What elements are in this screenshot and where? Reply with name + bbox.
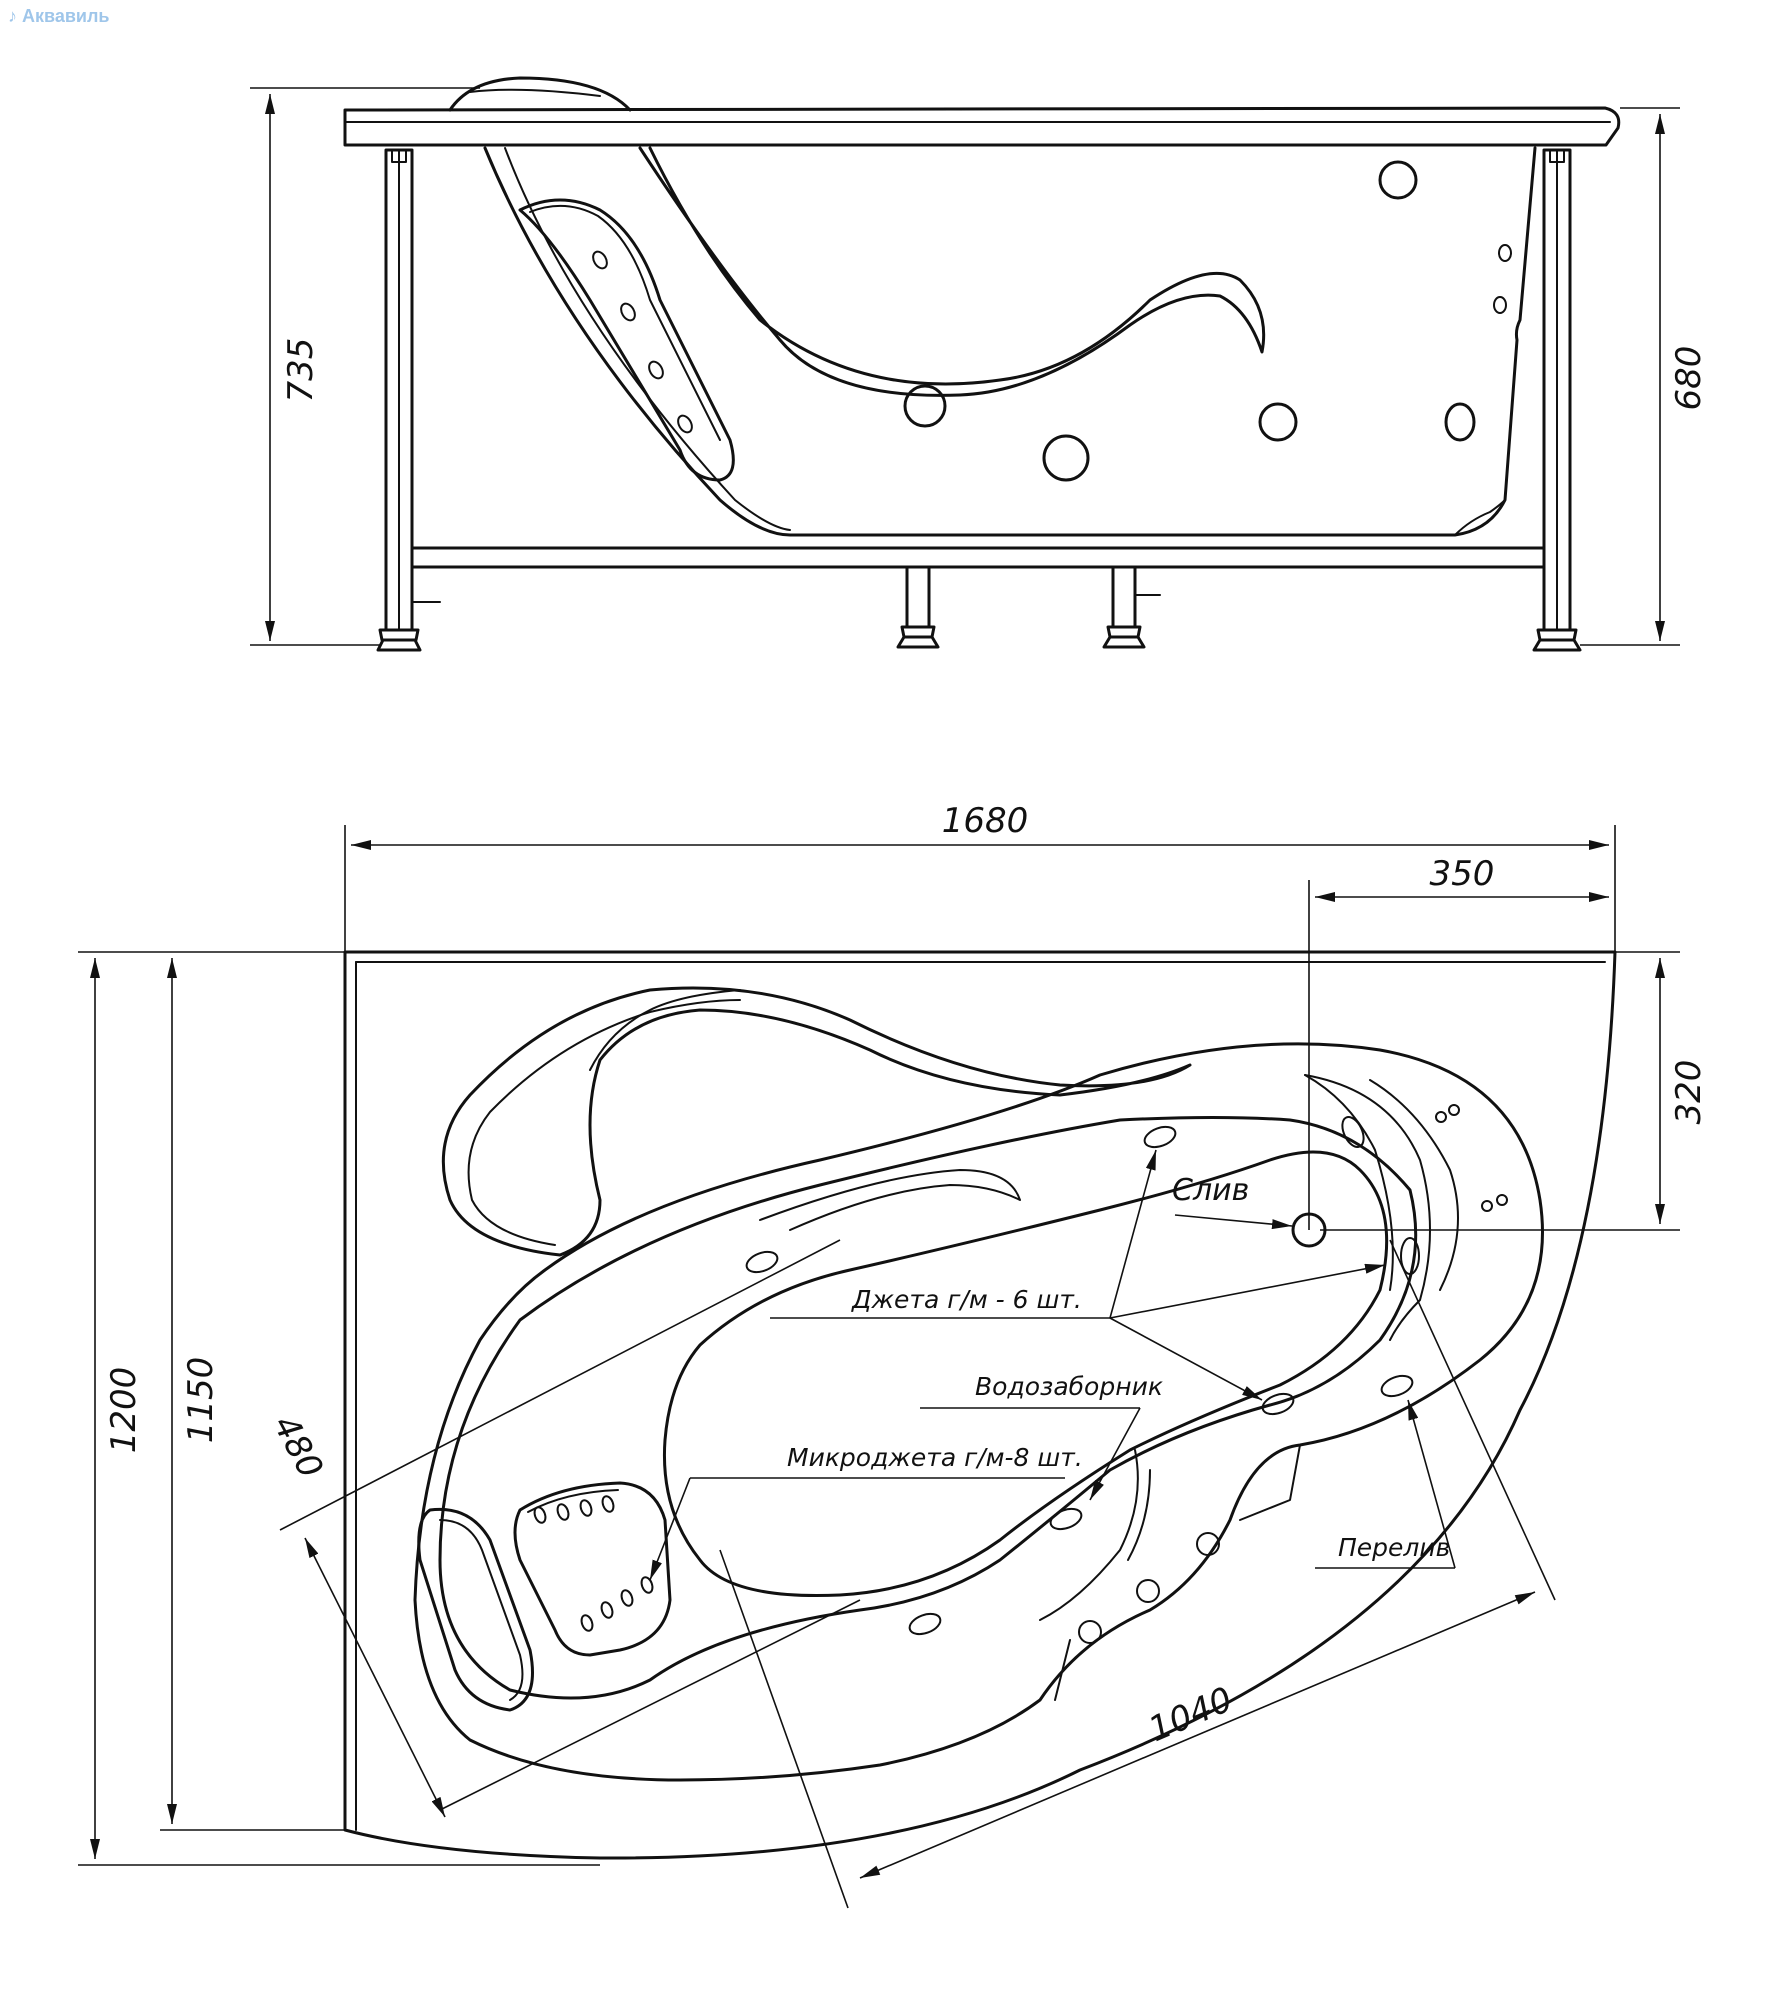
side-armrest-jets [592, 250, 693, 434]
brand-logo: ♪ Аквавиль [8, 6, 110, 27]
callout-intake-label: Водозаборник [975, 1372, 1163, 1401]
callout-micro-jets: Микроджета г/м-8 шт. [649, 1443, 1083, 1581]
dim-top-480: 480 [265, 1239, 861, 1818]
brand-logo-text: Аквавиль [22, 6, 110, 26]
dim-side-735: 735 [250, 87, 480, 646]
top-jets [745, 1104, 1508, 1644]
top-basin [662, 1150, 1389, 1598]
dim-680-label: 680 [1669, 346, 1709, 411]
callout-micro-jets-label: Микроджета г/м-8 шт. [787, 1443, 1083, 1472]
top-swirl [441, 986, 1192, 1257]
top-view: 1680 350 320 1200 1150 480 [78, 801, 1709, 1909]
dim-1200-label: 1200 [104, 1367, 144, 1454]
dim-side-680: 680 [1580, 107, 1709, 646]
dim-1150-label: 1150 [181, 1357, 221, 1444]
dim-320-label: 320 [1669, 1060, 1709, 1125]
dim-top-1040: 1040 [719, 1239, 1556, 1909]
top-microjets [533, 1495, 654, 1632]
side-rim [343, 106, 1621, 147]
brand-icon: ♪ [8, 6, 17, 26]
callout-drain: Слив [1172, 1173, 1293, 1230]
dim-top-350: 350 [1308, 854, 1609, 1230]
dim-top-320: 320 [1320, 951, 1709, 1231]
side-tub-body [483, 146, 1537, 537]
dim-top-1680: 1680 [344, 801, 1616, 952]
dim-1680-label: 1680 [942, 801, 1029, 841]
side-jets [903, 160, 1512, 482]
callout-drain-label: Слив [1172, 1173, 1249, 1208]
dim-1040-label: 1040 [1143, 1680, 1238, 1751]
top-microjet-pad [513, 1481, 672, 1657]
dim-480-label: 480 [265, 1409, 331, 1485]
dim-top-1200: 1200 [78, 951, 600, 1866]
callout-jets-label: Джета г/м - 6 шт. [851, 1285, 1082, 1314]
callout-jets: Джета г/м - 6 шт. [770, 1149, 1386, 1401]
side-view: 735 680 [250, 76, 1709, 652]
callout-intake: Водозаборник [920, 1372, 1163, 1501]
side-headrest [448, 76, 632, 112]
dim-735-label: 735 [281, 338, 321, 403]
side-backrest [638, 146, 1266, 397]
dim-350-label: 350 [1430, 854, 1495, 894]
callout-overflow-label: Перелив [1338, 1533, 1450, 1562]
top-outer-rim [343, 950, 1617, 1860]
dim-top-1150: 1150 [160, 958, 345, 1831]
top-tub-outline [413, 1042, 1544, 1782]
side-armrest-panel [518, 198, 735, 482]
top-tub-inner [438, 1116, 1418, 1700]
callout-overflow: Перелив [1315, 1399, 1456, 1569]
side-frame [376, 148, 1582, 652]
